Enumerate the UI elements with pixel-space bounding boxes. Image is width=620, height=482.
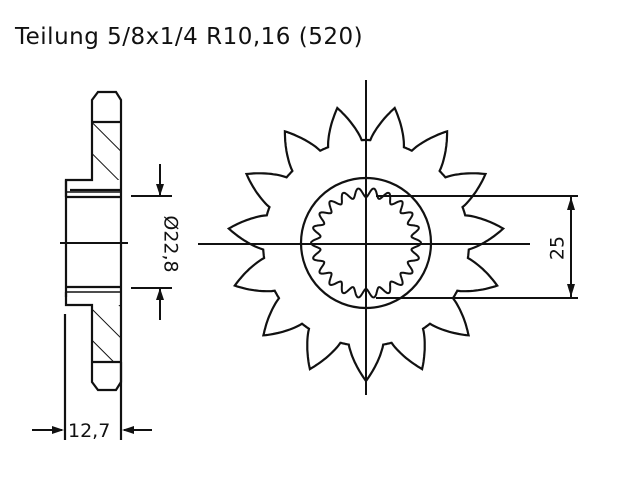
lower-tooth-tip — [90, 362, 123, 392]
lower-web-hatch — [92, 305, 121, 362]
drawing-title: Teilung 5/8x1/4 R10,16 (520) — [15, 24, 364, 50]
upper-web-hatch — [92, 122, 121, 180]
side-view — [60, 90, 128, 440]
upper-tooth-tip — [90, 90, 123, 122]
front-view — [198, 80, 530, 395]
sprocket-outline — [226, 106, 506, 383]
bore-diameter-label: Ø22,8 — [160, 215, 182, 272]
bore-diameter-dimension — [131, 164, 172, 320]
spline-dimension-label: 25 — [547, 236, 569, 260]
width-label: 12,7 — [68, 420, 110, 442]
width-dimension — [32, 426, 152, 434]
spline-dimension — [376, 195, 578, 299]
